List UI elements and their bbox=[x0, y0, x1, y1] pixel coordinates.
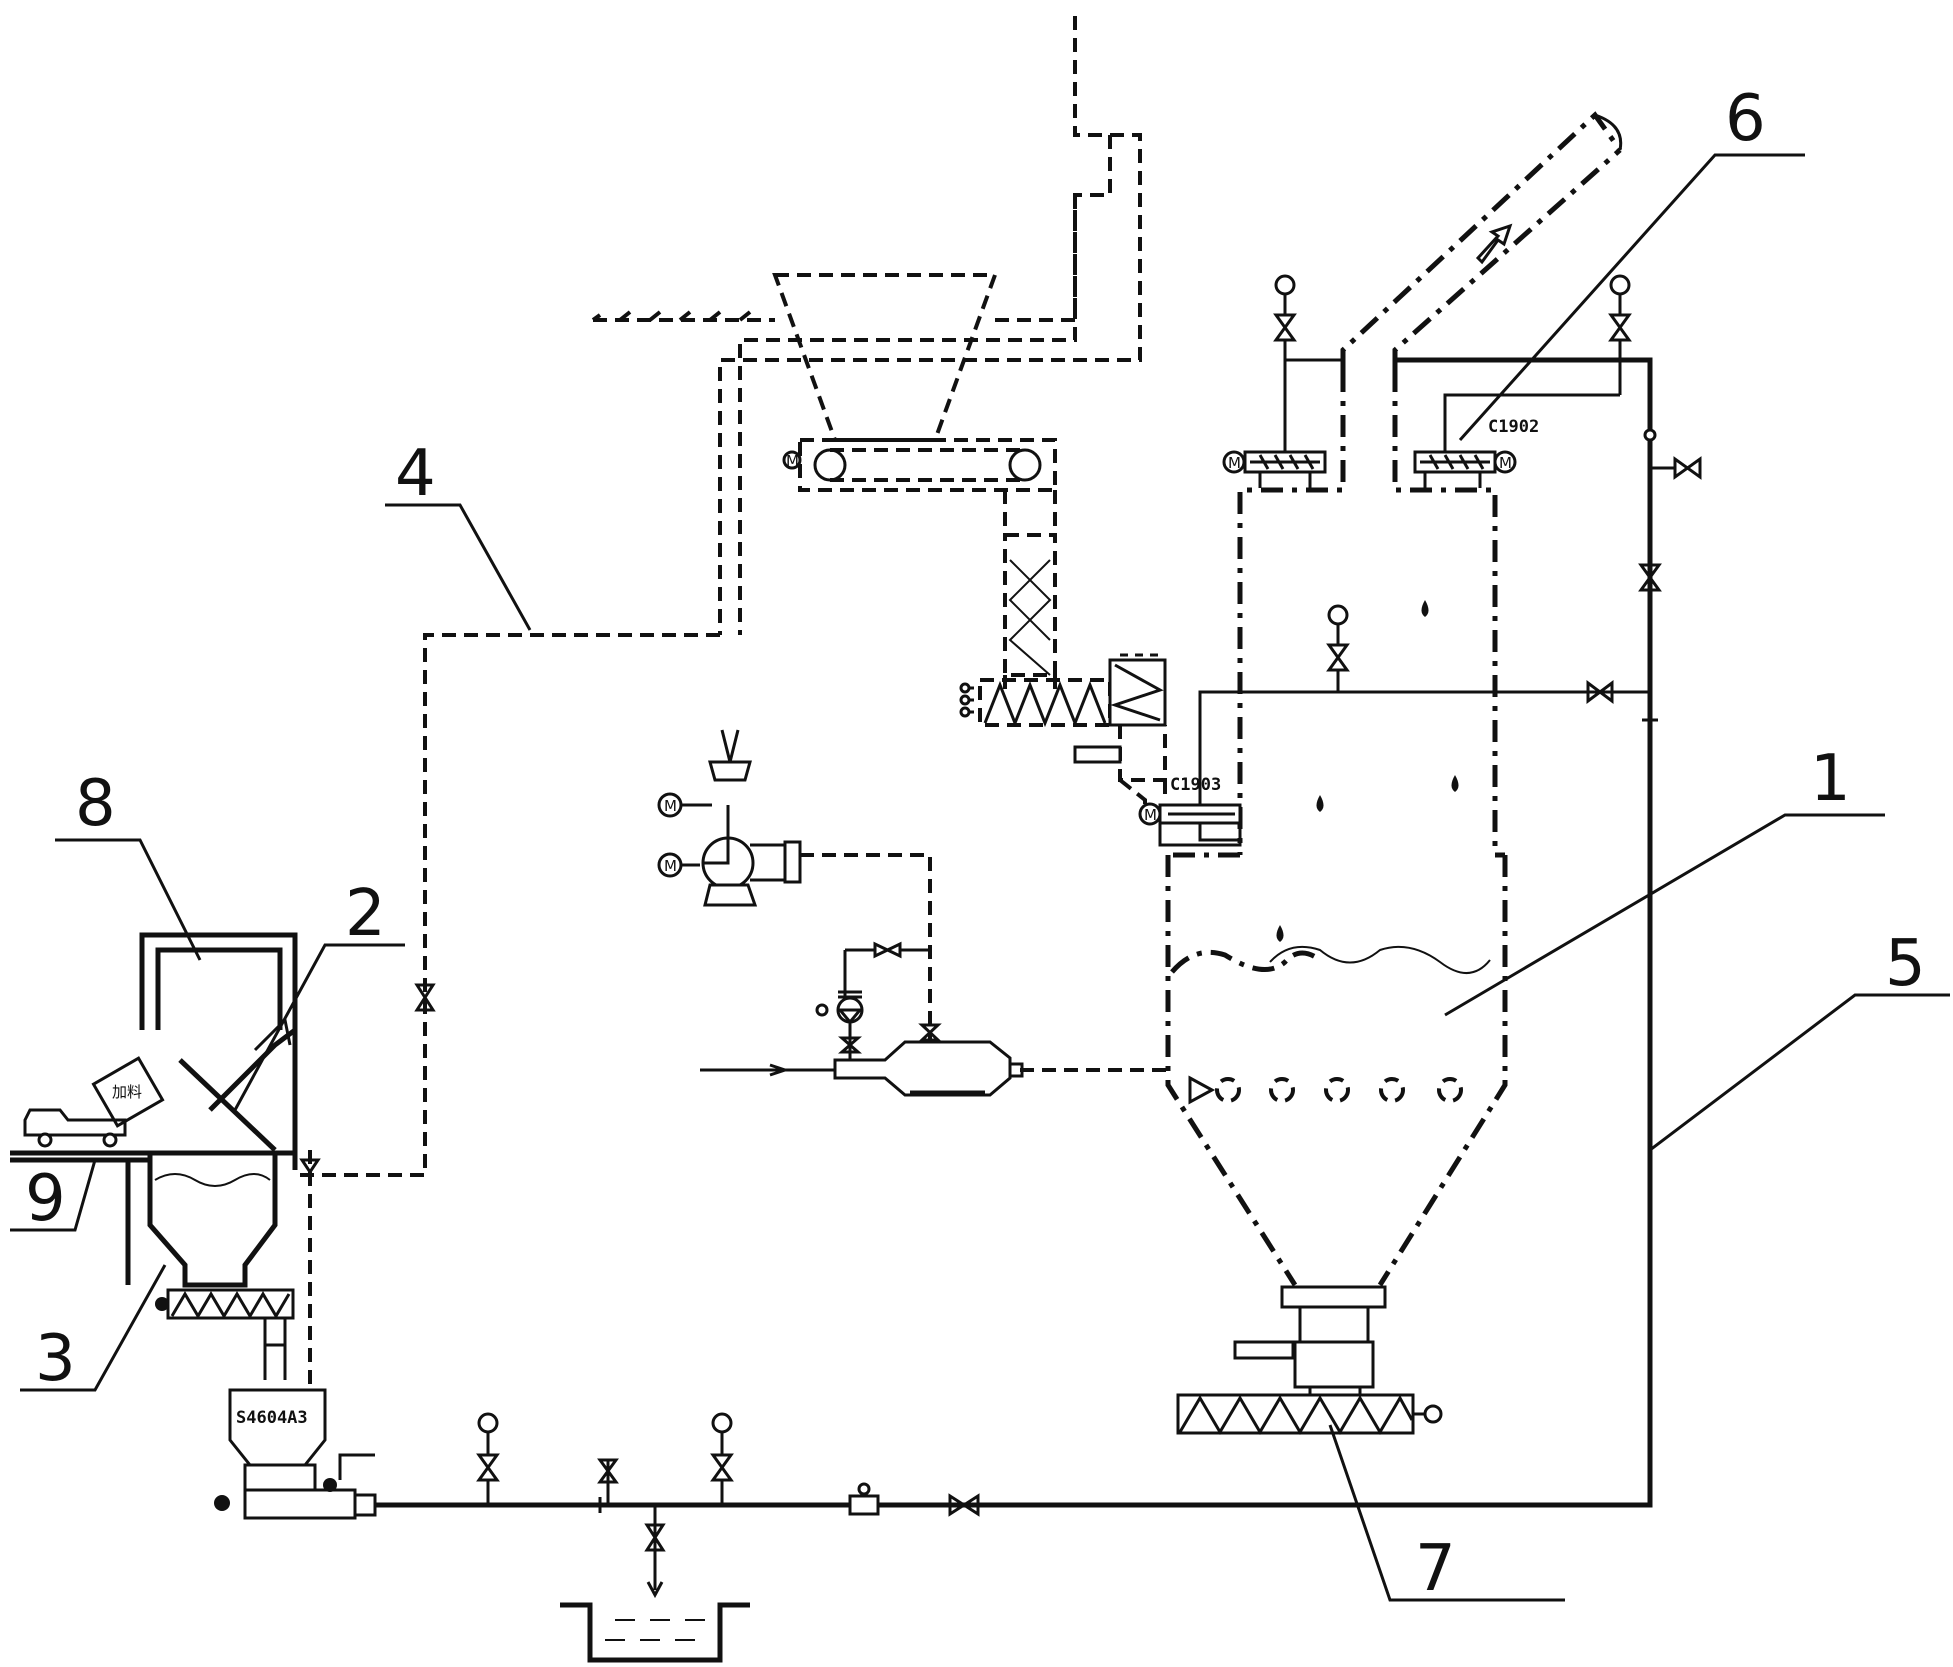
callout-3: 3 bbox=[20, 1264, 167, 1396]
sensor-tag-top-right: C1902 bbox=[1488, 417, 1539, 437]
dosing-pump-tag: S4604A3 bbox=[236, 1408, 308, 1428]
chute-2 bbox=[178, 1016, 297, 1152]
svg-text:M: M bbox=[664, 857, 677, 875]
callout-label-3: 3 bbox=[35, 1322, 76, 1396]
feed-hopper bbox=[591, 10, 1142, 635]
bottom-line-instruments bbox=[476, 1412, 980, 1599]
venturi-mixer bbox=[700, 1040, 1170, 1097]
screw-conveyor-left bbox=[155, 1288, 295, 1380]
pipeline-4 bbox=[295, 633, 720, 1177]
svg-text:M: M bbox=[786, 452, 799, 470]
callout-label-6: 6 bbox=[1725, 82, 1766, 156]
aeration-bubbles bbox=[1215, 1077, 1463, 1103]
bag-tipping-9: 加料 bbox=[10, 1056, 295, 1163]
callout-label-9: 9 bbox=[25, 1162, 66, 1236]
callout-5: 5 bbox=[1649, 927, 1950, 1152]
bucket-elevator bbox=[1003, 490, 1057, 690]
callout-7: 7 bbox=[1328, 1424, 1565, 1606]
callout-9: 9 bbox=[10, 1159, 97, 1236]
reaction-tower bbox=[1165, 370, 1508, 1395]
callout-2: 2 bbox=[233, 877, 405, 1111]
filter-valve-assembly bbox=[815, 941, 942, 1060]
drain-pit bbox=[560, 1602, 750, 1663]
callout-8: 8 bbox=[55, 767, 202, 961]
callout-4: 4 bbox=[385, 437, 532, 631]
svg-text:M: M bbox=[664, 797, 677, 815]
callout-label-5: 5 bbox=[1885, 927, 1926, 1001]
svg-text:加料: 加料 bbox=[112, 1083, 142, 1101]
pressure-gauge-top-left bbox=[1273, 274, 1297, 360]
droplet-icon bbox=[1276, 600, 1459, 942]
callout-label-1: 1 bbox=[1810, 742, 1851, 816]
top-right-sensor-assembly: M C1902 bbox=[1413, 393, 1620, 488]
recirculation-line-5 bbox=[375, 274, 1702, 1508]
screw-conveyor-bottom bbox=[1176, 1393, 1443, 1435]
callout-label-4: 4 bbox=[395, 437, 436, 511]
svg-text:M: M bbox=[1499, 454, 1512, 472]
top-left-sensor-assembly: M bbox=[1222, 358, 1343, 488]
sensor-tag-mid: C1903 bbox=[1170, 775, 1221, 795]
callout-1: 1 bbox=[1444, 742, 1885, 1017]
callout-label-8: 8 bbox=[75, 767, 116, 841]
callout-label-2: 2 bbox=[345, 877, 386, 951]
mid-sensor-assembly: M C1903 bbox=[1118, 775, 1242, 847]
left-silo-8 bbox=[139, 932, 298, 1170]
screw-heater bbox=[959, 653, 1167, 782]
flow-direction-arrow bbox=[1475, 223, 1513, 265]
callout-6: 6 bbox=[1458, 82, 1805, 442]
belt-conveyor: M bbox=[782, 438, 1057, 492]
dosing-pump: S4604A3 bbox=[214, 1388, 377, 1520]
callout-label-7: 7 bbox=[1415, 1532, 1456, 1606]
dissolving-tank-3 bbox=[125, 1150, 321, 1390]
svg-text:M: M bbox=[1228, 454, 1241, 472]
exhaust-duct bbox=[1340, 111, 1623, 370]
svg-text:M: M bbox=[1144, 806, 1157, 824]
center-pump: M M bbox=[657, 729, 932, 1055]
